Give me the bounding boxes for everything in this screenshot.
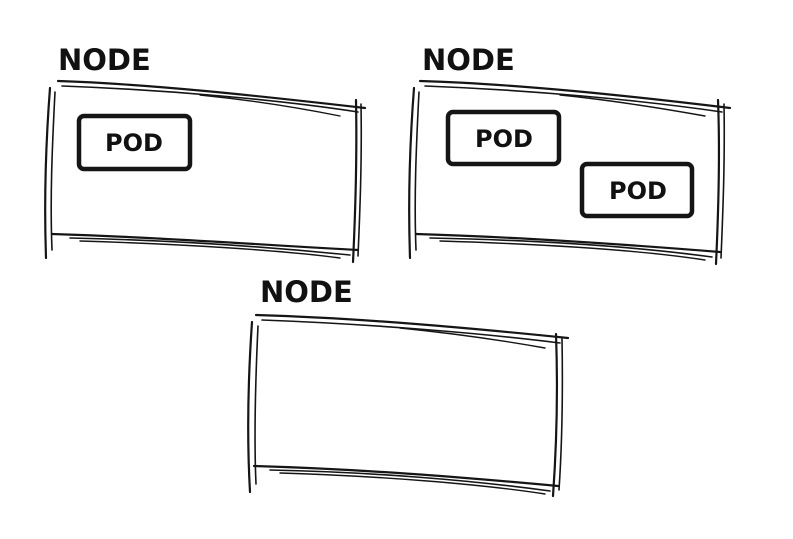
node-3-label: NODE <box>260 275 353 309</box>
node-2-pod-1-label: POD <box>475 125 533 153</box>
node-3-box <box>247 313 570 498</box>
node-1-box <box>44 79 367 264</box>
node-3: NODE <box>247 275 570 498</box>
node-1-pod-1: POD <box>76 113 193 172</box>
node-2: NODE POD POD <box>408 43 732 266</box>
node-1: NODE POD <box>44 43 367 264</box>
node-2-pod-2: POD <box>579 161 695 219</box>
node-2-box <box>408 79 732 266</box>
node-1-label: NODE <box>58 43 151 77</box>
node-1-pod-1-label: POD <box>105 129 163 157</box>
node-2-pod-1: POD <box>445 109 562 167</box>
node-2-label: NODE <box>422 43 515 77</box>
node-2-pod-2-label: POD <box>609 177 667 205</box>
